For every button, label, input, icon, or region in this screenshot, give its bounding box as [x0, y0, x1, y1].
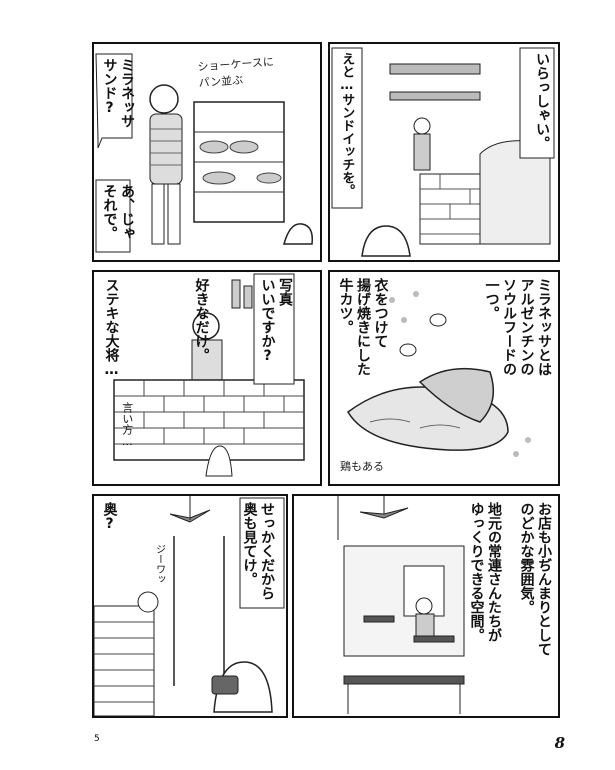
note-showcase-bread: ショーケースに パン並ぶ	[197, 55, 275, 90]
panel-6-illustration	[337, 496, 465, 714]
dialogue-um-sandwich: えと…サンドイッチを。	[339, 52, 355, 197]
dialogue-lovely-boss: ステキな大将…	[103, 278, 120, 378]
caption-regulars-relax: 地元の常連さんたちが ゆっくりできる空間。	[468, 502, 503, 642]
caption-milanesa-is: ミラネッサとは アルゼンチンの ソウルフードの 一つ。	[483, 278, 553, 376]
panel-4-illustration	[347, 291, 531, 457]
sfx-the-way-he-says-it: 言い方…	[120, 402, 134, 448]
dialogue-as-much-as-you-like: 好きなだけ。	[193, 278, 210, 362]
dialogue-may-i-take-photo: 写真 いいですか?	[259, 278, 294, 364]
page-number: 8	[554, 734, 565, 752]
panel-5: 奥? せっかくだから 奥も見てけ。 ジーワッ	[92, 494, 288, 718]
dialogue-milanesa-sandwich: ミラネッサ サンド?	[101, 58, 136, 128]
dialogue-see-the-back-too: せっかくだから 奥も見てけ。	[241, 502, 276, 600]
panel-4: ミラネッサとは アルゼンチンの ソウルフードの 一つ。 衣をつけて 揚げ焼きにし…	[328, 270, 560, 486]
panel-6: お店も小ぢんまりとして のどかな雰囲気。 地元の常連さんたちが ゆっくりできる空…	[292, 494, 560, 718]
caption-cozy-atmosphere: お店も小ぢんまりとして のどかな雰囲気。	[518, 502, 553, 656]
panel-5-illustration	[94, 496, 285, 716]
panel-1: ミラネッサ サンド? あ、じゃ それで。 ショーケースに パン並ぶ	[92, 42, 322, 262]
chapter-mark: 5	[94, 734, 100, 744]
dialogue-in-the-back: 奥?	[101, 502, 118, 532]
panel-3-illustration	[113, 273, 305, 477]
sfx-sizzle: ジーワッ	[153, 544, 165, 584]
dialogue-welcome: いらっしゃい。	[534, 52, 550, 150]
panel-2: いらっしゃい。 えと…サンドイッチを。	[328, 42, 560, 262]
dialogue-ok-that-one: あ、じゃ それで。	[101, 184, 136, 240]
panel-3: 写真 いいですか? 好きなだけ。 ステキな大将… 言い方…	[92, 270, 322, 486]
panel-2-illustration	[331, 47, 555, 257]
panel-1-illustration	[95, 53, 314, 253]
caption-breaded-beef-cutlet: 衣をつけて 揚げ焼きにした 牛カツ。	[337, 278, 389, 376]
note-chicken-too: 鶏もある	[340, 460, 384, 473]
